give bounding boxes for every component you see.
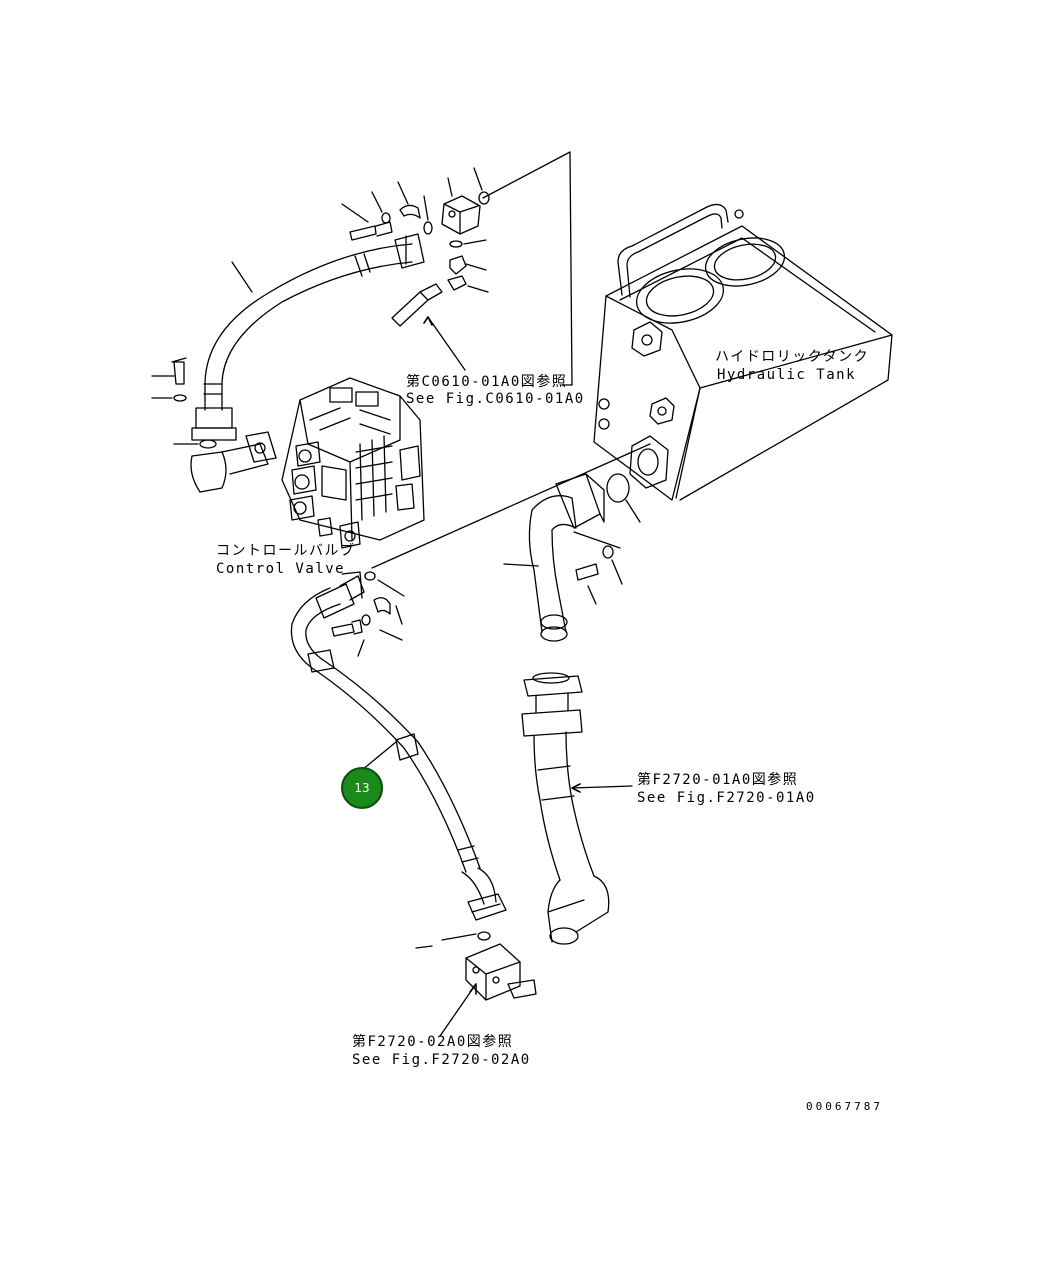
ref-c0610-jp: 第C0610-01A0図参照: [406, 374, 568, 390]
ref-c0610-en: See Fig.C0610-01A0: [406, 391, 585, 407]
upper-hose: [152, 234, 424, 492]
control-valve-label-en: Control Valve: [216, 561, 346, 577]
tank-label-en: Hydraulic Tank: [717, 367, 857, 383]
ref-f2720-02-jp: 第F2720-02A0図参照: [352, 1034, 514, 1050]
ref-f2720-01-en: See Fig.F2720-01A0: [637, 790, 816, 806]
top-fittings: [342, 168, 489, 326]
hydraulic-tank: [594, 204, 892, 500]
bottom-block: [416, 932, 536, 1036]
callout-number: 13: [354, 781, 370, 795]
suction-pipe: [504, 474, 640, 641]
drawing-id: 00067787: [806, 1100, 883, 1113]
part-callout-13[interactable]: 13: [341, 767, 383, 809]
control-valve-label-jp: コントロールバルブ: [216, 543, 356, 559]
tank-label-jp: ハイドロリックタンク: [715, 349, 870, 365]
lower-hose: [291, 444, 650, 920]
control-valve: [282, 378, 424, 548]
lower-pipe: [522, 673, 632, 944]
ref-f2720-01-jp: 第F2720-01A0図参照: [637, 772, 799, 788]
ref-f2720-02-en: See Fig.F2720-02A0: [352, 1052, 531, 1068]
